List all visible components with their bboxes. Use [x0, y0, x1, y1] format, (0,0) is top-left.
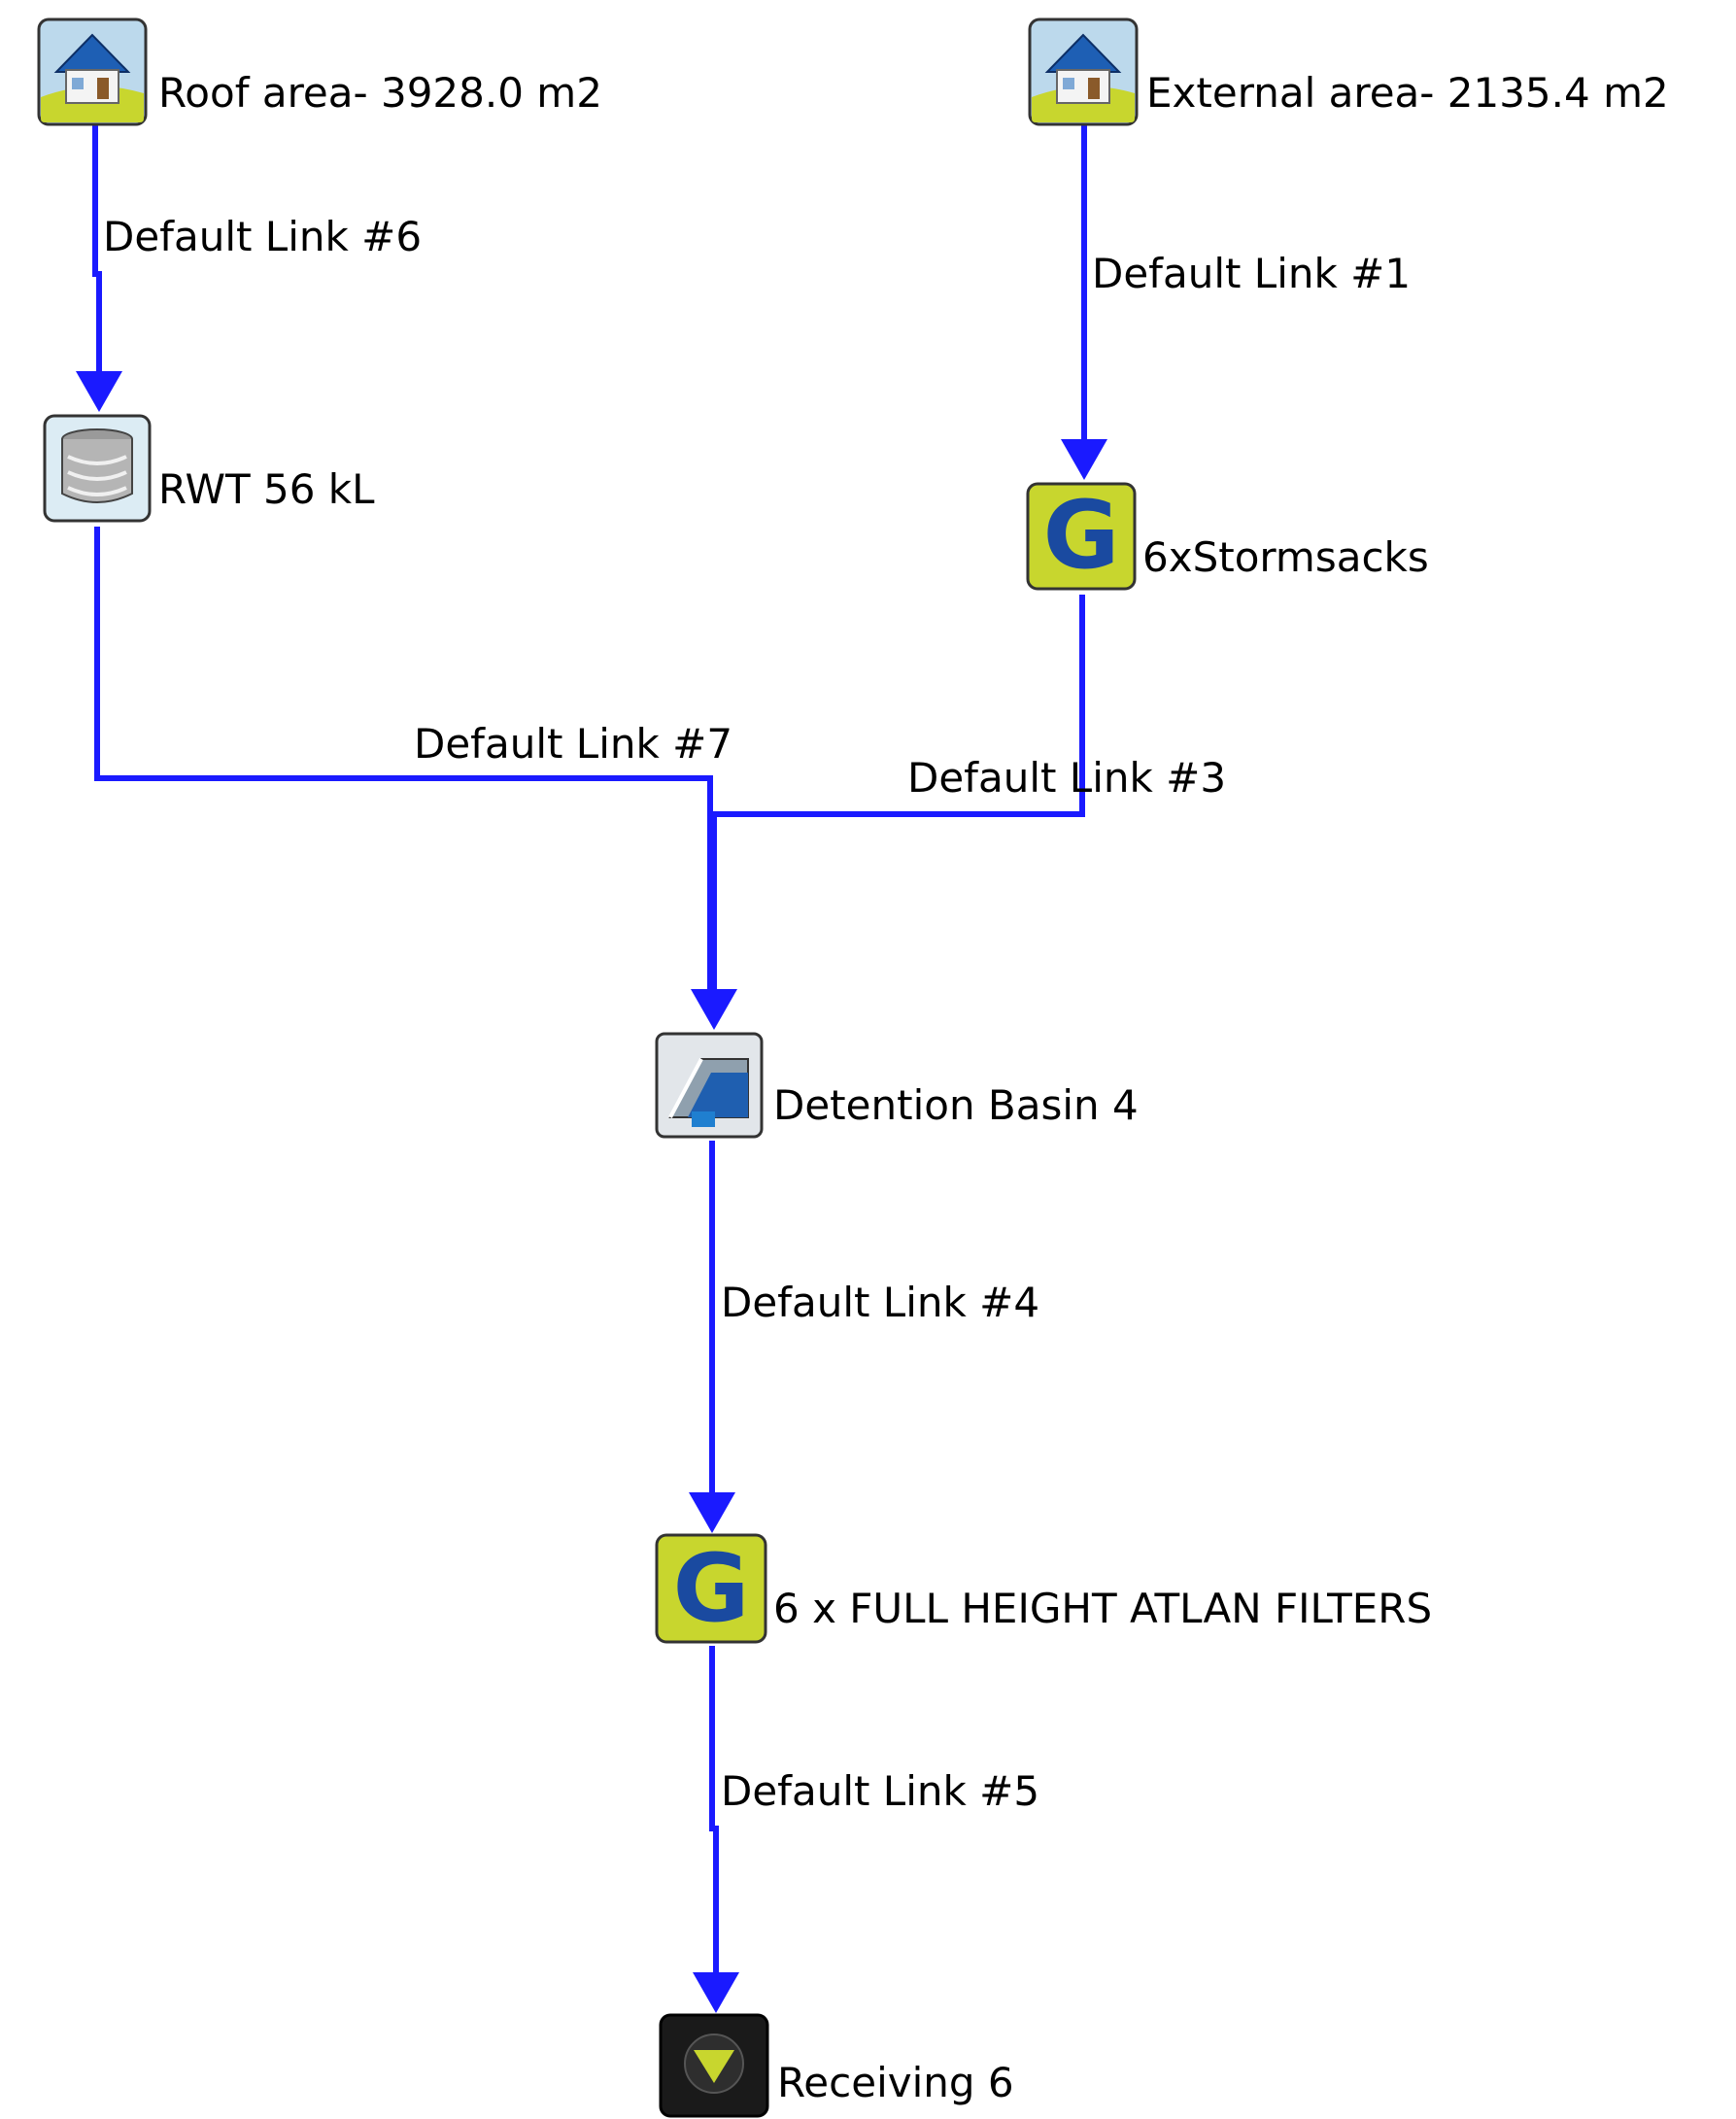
link-default-7[interactable]: Default Link #7 [94, 527, 732, 989]
link-label: Default Link #7 [414, 720, 732, 768]
link-default-3[interactable]: Default Link #3 [691, 595, 1226, 1030]
node-roof-area[interactable]: Roof area- 3928.0 m2 [37, 17, 602, 126]
node-label: External area- 2135.4 m2 [1146, 69, 1669, 117]
node-label: RWT 56 kL [158, 465, 375, 513]
node-label: Roof area- 3928.0 m2 [158, 69, 602, 117]
node-stormsacks[interactable]: G 6xStormsacks [1026, 481, 1429, 591]
node-rwt[interactable]: RWT 56 kL [43, 414, 375, 523]
node-external-area[interactable]: External area- 2135.4 m2 [1028, 17, 1669, 126]
gpt-icon: G [655, 1533, 767, 1644]
link-label: Default Link #5 [721, 1767, 1039, 1815]
link-label: Default Link #1 [1092, 250, 1411, 297]
gpt-glyph: G [1043, 481, 1120, 590]
node-label: 6 x FULL HEIGHT ATLAN FILTERS [773, 1585, 1432, 1632]
link-default-5[interactable]: Default Link #5 [693, 1646, 1039, 2013]
urban-catchment-icon [37, 17, 148, 126]
receiving-node-icon [659, 2013, 769, 2118]
link-label: Default Link #3 [907, 754, 1226, 802]
rainwater-tank-icon [43, 414, 152, 523]
link-default-6[interactable]: Default Link #6 [76, 124, 422, 412]
node-atlan-filters[interactable]: G 6 x FULL HEIGHT ATLAN FILTERS [655, 1533, 1432, 1644]
node-label: Detention Basin 4 [773, 1081, 1139, 1129]
node-receiving[interactable]: Receiving 6 [659, 2013, 1014, 2118]
link-label: Default Link #6 [103, 213, 422, 260]
gpt-icon: G [1026, 481, 1137, 591]
node-label: Receiving 6 [777, 2059, 1014, 2106]
link-label: Default Link #4 [721, 1279, 1039, 1326]
urban-catchment-icon [1028, 17, 1139, 126]
gpt-glyph: G [673, 1534, 750, 1643]
node-label: 6xStormsacks [1142, 533, 1429, 581]
link-default-1[interactable]: Default Link #1 [1061, 124, 1411, 480]
link-default-4[interactable]: Default Link #4 [689, 1141, 1039, 1533]
detention-basin-icon [655, 1032, 764, 1139]
node-detention-basin[interactable]: Detention Basin 4 [655, 1032, 1139, 1139]
